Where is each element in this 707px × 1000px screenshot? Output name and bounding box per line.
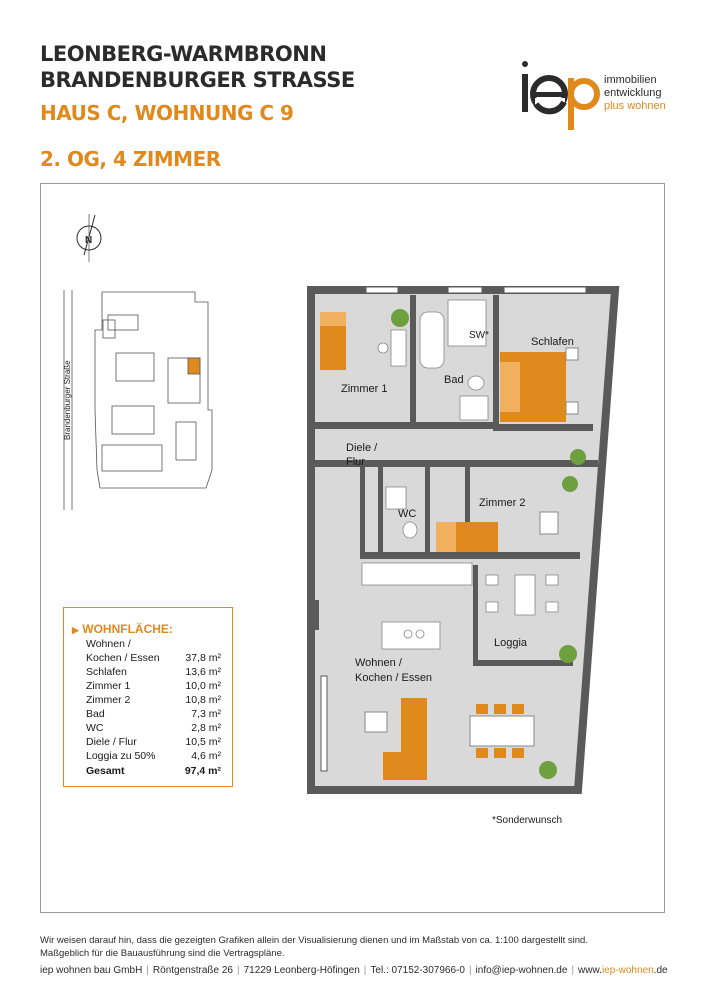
room-label-schlafen: Schlafen — [531, 336, 574, 348]
iep-logo-mark — [522, 61, 600, 130]
area-row-value: 10,0 m² — [185, 680, 221, 692]
triangle-icon: ▶ — [72, 625, 79, 635]
room-label-diele-1: Diele / — [346, 442, 378, 454]
room-label-zimmer1: Zimmer 1 — [341, 383, 388, 395]
room-label-wohnen-1: Wohnen / — [355, 657, 402, 669]
footer-web-link[interactable]: www.iep-wohnen.de — [578, 965, 668, 976]
footer-company: iep wohnen bau GmbH — [40, 965, 143, 976]
area-row-label: Kochen / Essen — [86, 652, 160, 664]
area-row-label: Schlafen — [86, 666, 127, 678]
area-row-value: 7,3 m² — [191, 708, 221, 720]
area-row: Diele / Flur 10,5 m² — [86, 736, 221, 750]
footer-city: 71229 Leonberg-Höfingen — [243, 965, 360, 976]
schlafen-furniture — [500, 347, 579, 422]
disclaimer-line-2: Maßgeblich für die Bauausführung sind di… — [40, 947, 285, 959]
north-arrow-icon: N — [76, 214, 102, 262]
disclaimer-line-1: Wir weisen darauf hin, dass die gezeigte… — [40, 935, 588, 946]
title-line-1: LEONBERG-WARMBRONN — [40, 42, 327, 66]
logo-line-3: plus wohnen — [604, 100, 666, 112]
area-row-value: 10,5 m² — [185, 736, 221, 748]
loggia-furniture — [485, 574, 559, 616]
wc-furniture — [385, 486, 418, 539]
area-row: Loggia zu 50% 4,6 m² — [86, 750, 221, 764]
area-row-label: Zimmer 1 — [86, 680, 131, 692]
plan-frame — [40, 183, 665, 913]
footer-address: Röntgenstraße 26 — [152, 965, 233, 976]
area-row: Schlafen 13,6 m² — [86, 666, 221, 680]
living-furniture — [364, 698, 535, 780]
zimmer2-furniture — [436, 511, 559, 552]
footer: iep wohnen bau GmbH|Röntgenstraße 26|712… — [40, 965, 668, 976]
area-row: Kochen / Essen 37,8 m² — [86, 652, 221, 666]
area-row: Zimmer 1 10,0 m² — [86, 680, 221, 694]
title-line-2: BRANDENBURGER STRASSE — [40, 68, 355, 92]
area-row-value: 13,6 m² — [185, 666, 221, 678]
area-heading-text: WOHNFLÄCHE: — [82, 622, 173, 636]
svg-text:N: N — [85, 235, 92, 246]
room-label-sw: SW* — [469, 330, 489, 341]
room-label-wc: WC — [398, 508, 417, 520]
area-row-value: 4,6 m² — [191, 750, 221, 762]
logo-line-1: immobilien — [604, 74, 657, 86]
area-row: Wohnen / — [86, 638, 221, 652]
zimmer1-furniture — [320, 312, 407, 370]
footer-phone: Tel.: 07152-307966-0 — [370, 965, 465, 976]
room-label-zimmer2: Zimmer 2 — [479, 497, 526, 509]
logo-text: immobilien entwicklung plus wohnen — [604, 74, 666, 113]
area-row-value: 37,8 m² — [185, 652, 221, 664]
plant-icon — [391, 309, 586, 779]
sonderwunsch-note: *Sonderwunsch — [492, 815, 563, 826]
street-label: Brandenburger Straße — [63, 360, 72, 440]
footer-email-link[interactable]: info@iep-wohnen.de — [475, 965, 568, 976]
area-row: WC 2,8 m² — [86, 722, 221, 736]
area-row-label: Bad — [86, 708, 105, 720]
area-row-label: Diele / Flur — [86, 736, 137, 748]
footer-web-prefix: www. — [578, 965, 602, 976]
area-row-label: Wohnen / — [86, 638, 131, 650]
room-label-diele-2: Flur — [346, 456, 365, 468]
area-row-value: 2,8 m² — [191, 722, 221, 734]
area-row: Bad 7,3 m² — [86, 708, 221, 722]
area-row-value: 10,8 m² — [185, 694, 221, 706]
footer-web-accent: iep-wohnen — [601, 965, 654, 976]
disclaimer: Wir weisen darauf hin, dass die gezeigte… — [40, 935, 588, 960]
bad-furniture — [419, 299, 489, 421]
area-summary: ▶ WOHNFLÄCHE: Wohnen / Kochen / Essen 37… — [63, 607, 233, 787]
site-plan — [63, 290, 213, 510]
apartment-title: HAUS C, WOHNUNG C 9 — [40, 101, 294, 125]
room-label-loggia: Loggia — [494, 637, 528, 649]
area-row-label: WC — [86, 722, 104, 734]
kitchen — [361, 562, 473, 650]
area-row: Zimmer 2 10,8 m² — [86, 694, 221, 708]
area-row-label: Loggia zu 50% — [86, 750, 156, 762]
footer-web-suffix: .de — [653, 965, 668, 976]
room-label-wohnen-2: Kochen / Essen — [355, 672, 433, 684]
iep-logo: immobilien entwicklung plus wohnen — [518, 58, 688, 130]
logo-line-2: entwicklung — [604, 87, 662, 99]
area-total-label: Gesamt — [86, 765, 125, 777]
floor-rooms-title: 2. OG, 4 ZIMMER — [40, 147, 221, 171]
area-row-label: Zimmer 2 — [86, 694, 131, 706]
room-label-bad: Bad — [444, 374, 464, 386]
area-total-row: Gesamt 97,4 m² — [86, 765, 221, 779]
area-heading: ▶ WOHNFLÄCHE: — [72, 622, 173, 636]
area-total-value: 97,4 m² — [184, 765, 221, 777]
